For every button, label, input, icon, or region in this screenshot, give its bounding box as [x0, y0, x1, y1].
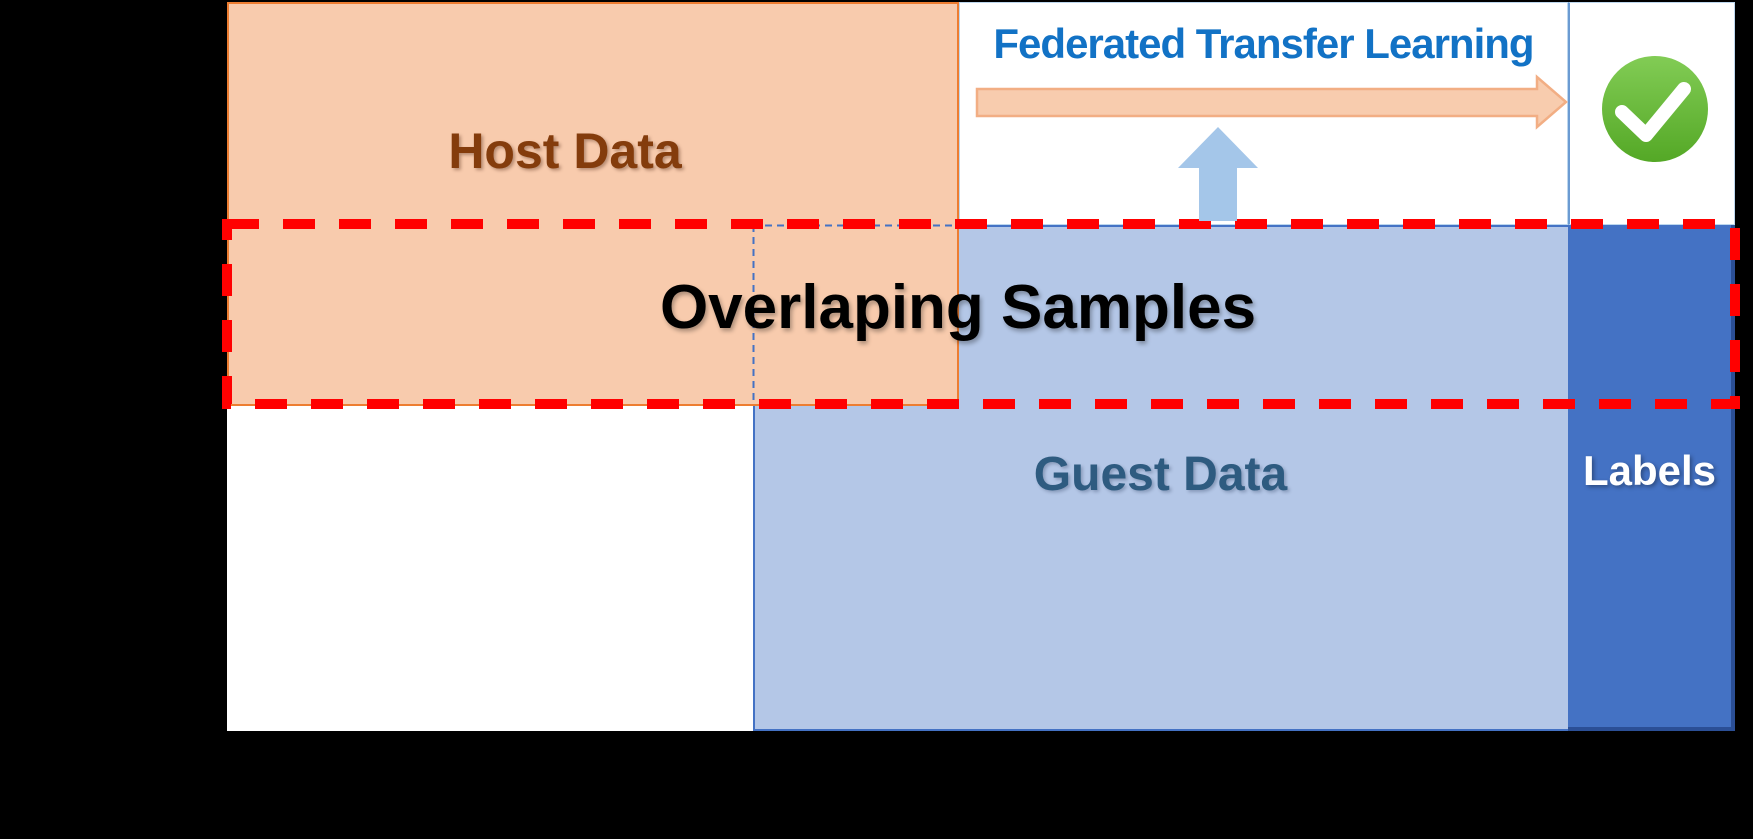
host-only-samples-white-box [227, 406, 753, 731]
ftl-title-label: Federated Transfer Learning [993, 20, 1534, 67]
check-white-box [1568, 2, 1735, 225]
labels-column-label: Labels [1582, 447, 1717, 494]
host-data-box [227, 2, 959, 406]
host-data-label: Host Data [448, 123, 682, 179]
overlapping-samples-label: Overlaping Samples [659, 273, 1257, 342]
guest-data-label: Guest Data [1033, 448, 1288, 501]
